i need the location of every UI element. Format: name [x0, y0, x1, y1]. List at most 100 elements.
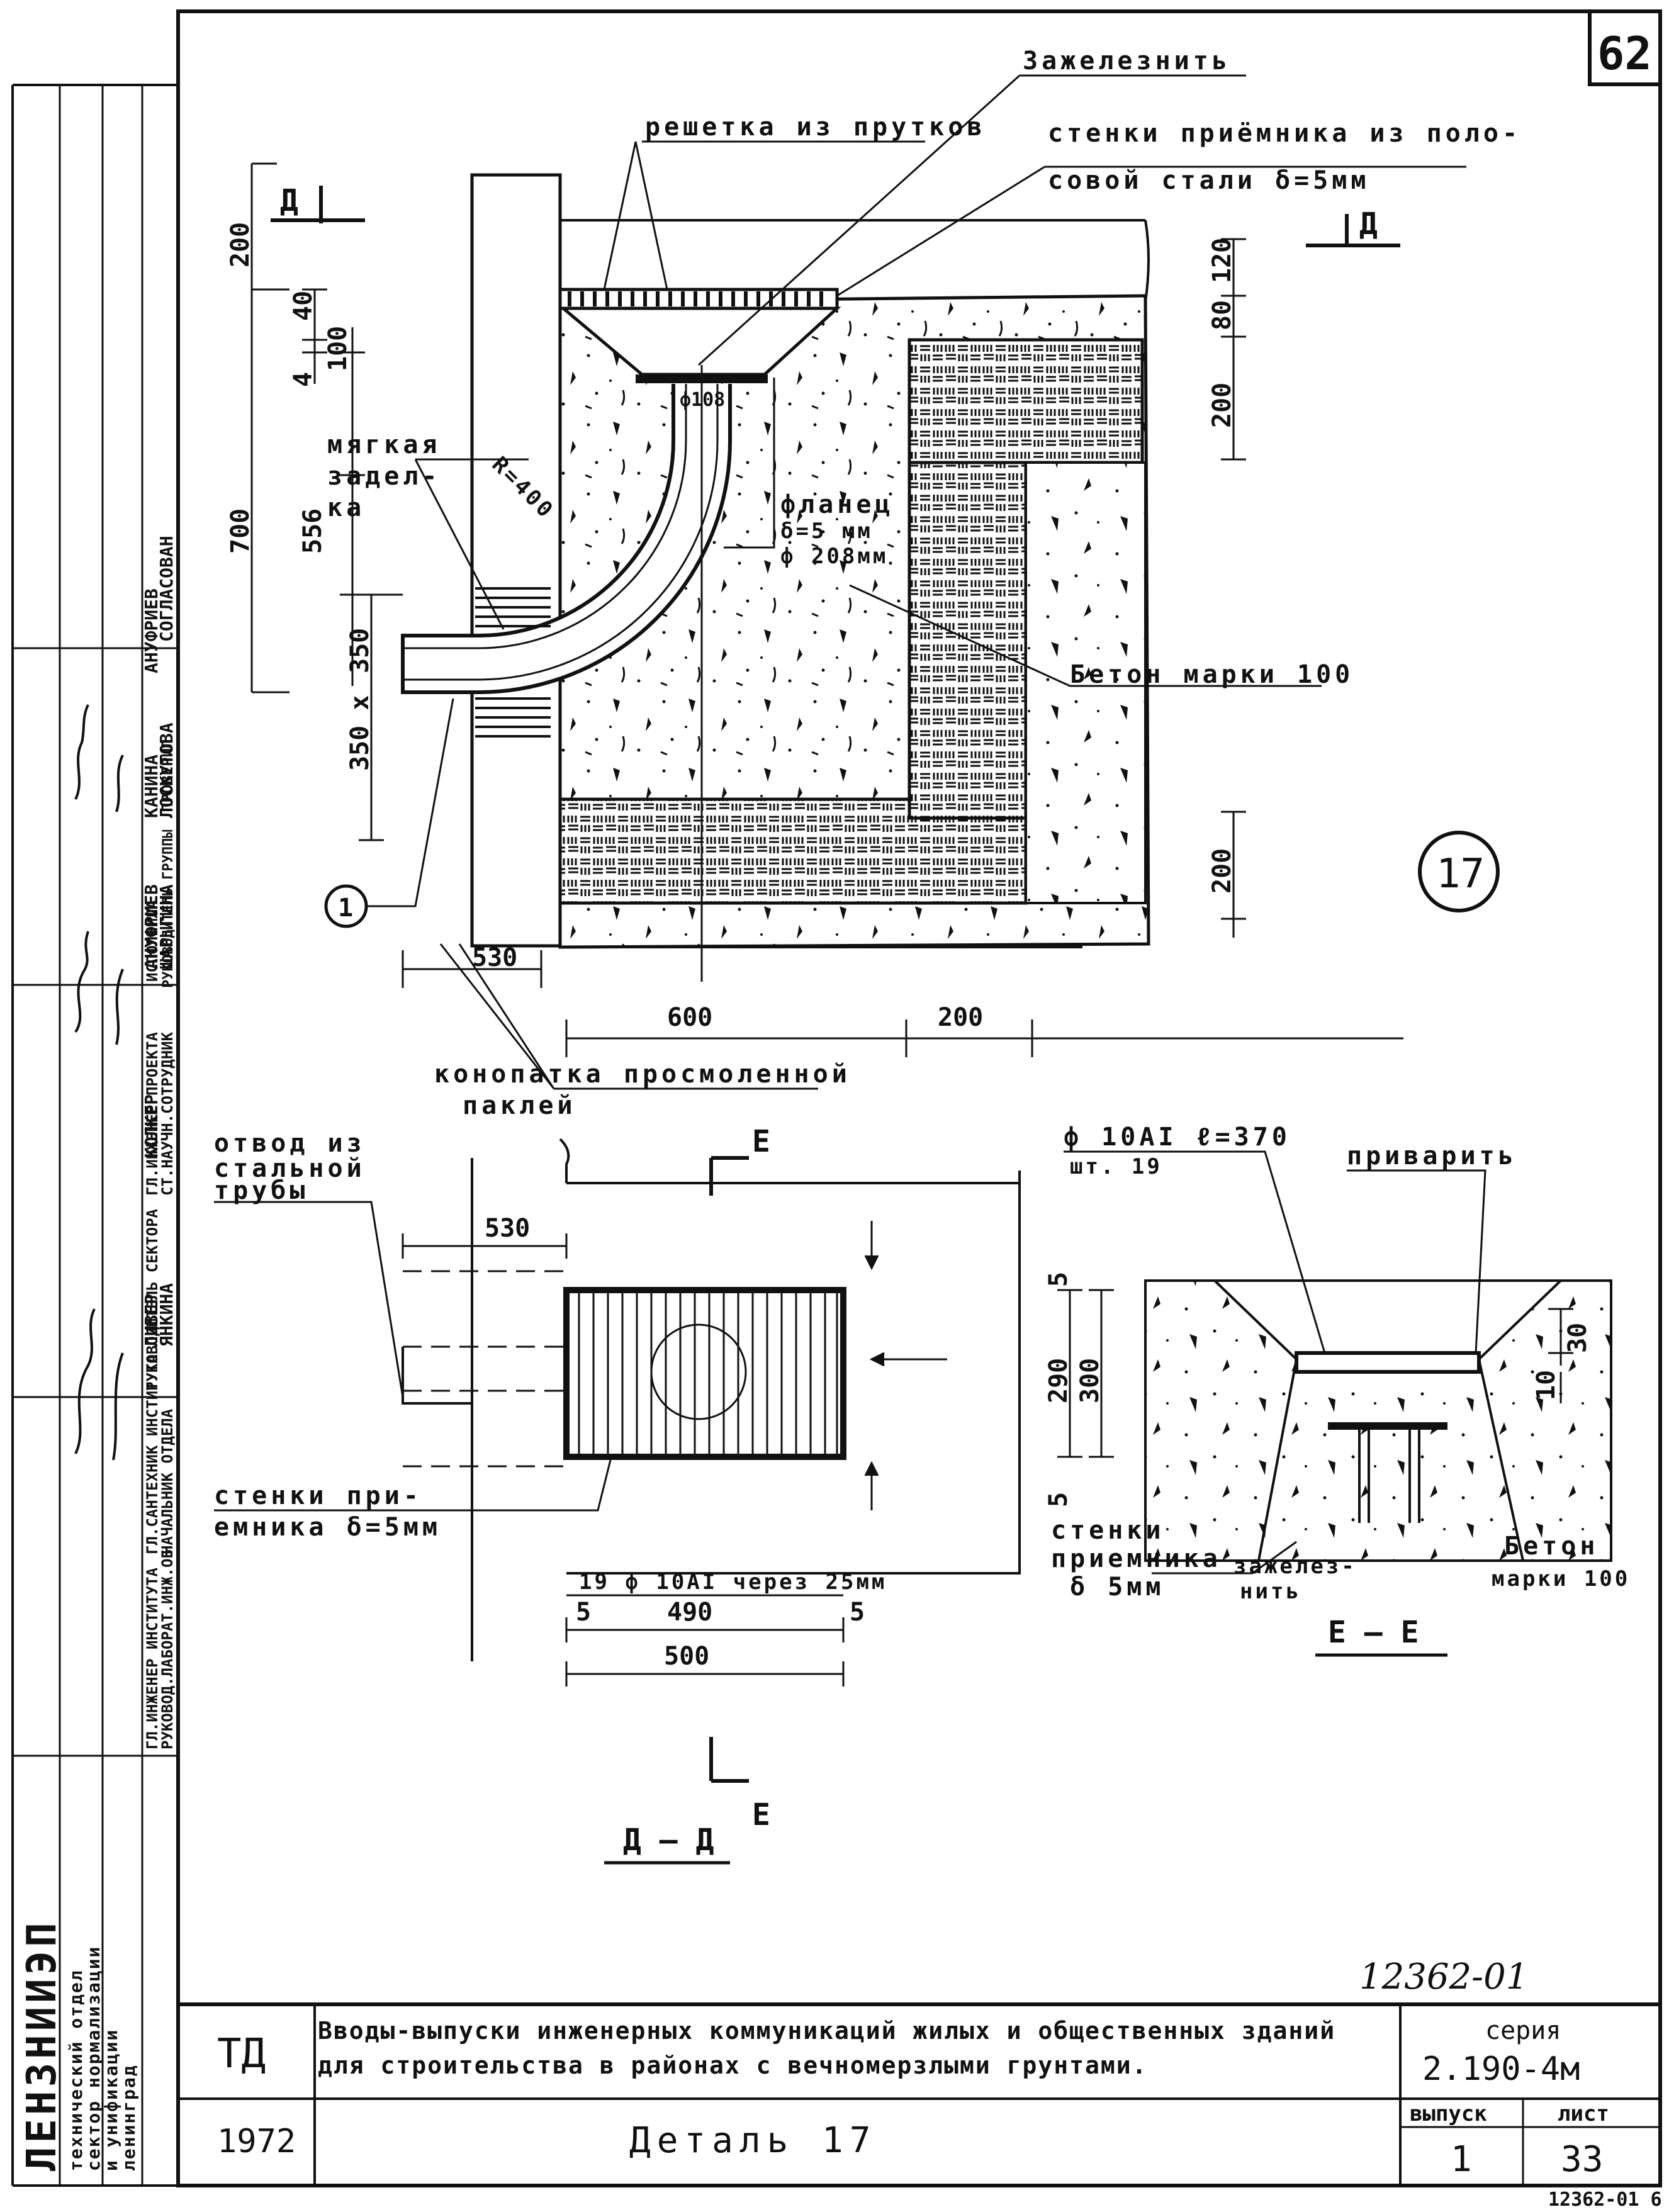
- tb-issue-value: 1: [1451, 2139, 1472, 2180]
- section-dim-30: 30: [1563, 1323, 1592, 1353]
- label-stenki-1: стенки приёмника из поло-: [1048, 119, 1521, 148]
- plan-otvod-1: отвод из: [214, 1129, 366, 1158]
- section-leaders: [1064, 1150, 1486, 1575]
- name-7: ЛОСКУТОВА: [156, 722, 177, 818]
- plan-rods: 19 ф 10АI через 25мм: [579, 1569, 887, 1595]
- label-flanets-1: фланец: [780, 490, 894, 519]
- ground-line: [560, 219, 1150, 303]
- name-5: ШАРЫГИНА: [156, 884, 177, 969]
- section-rod-2: шт. 19: [1070, 1154, 1162, 1179]
- role-1: ГЛ.ИНЖЕНЕР ИНСТИТУТА: [143, 1567, 161, 1749]
- role-8: РУКОВОДИТЕЛЬ ГРУППЫ: [160, 829, 176, 988]
- section-walls: [1358, 1429, 1420, 1523]
- name-3: КОЛКЕР: [141, 1094, 162, 1158]
- label-myagkaya-1: мягкая: [327, 430, 441, 459]
- dim-600: 600: [667, 1003, 712, 1032]
- section-stenki-1: стенки: [1051, 1516, 1165, 1545]
- side-stamp: ЛЕНЗНИИЭП технический отдел сектор норма…: [11, 84, 178, 2187]
- dim-350: 350: [346, 628, 374, 673]
- sheet-number: 62: [1597, 27, 1652, 80]
- role-9: ИСПОЛНИЛА: [143, 899, 161, 982]
- section-zazhelez-2: нить: [1240, 1579, 1301, 1604]
- plan-dim-500: 500: [664, 1642, 709, 1671]
- marker-1-label: 1: [338, 894, 353, 923]
- plan-dim-530: 530: [485, 1214, 530, 1243]
- plan-dim-5a: 5: [1044, 1272, 1073, 1287]
- tb-code: ТД: [217, 2031, 266, 2077]
- plan-grate: [563, 1287, 846, 1460]
- tb-year: 1972: [217, 2123, 296, 2160]
- section-grate: [1295, 1351, 1481, 1374]
- dim-200-top: 200: [226, 222, 255, 267]
- name-6: КАНИНА: [141, 755, 162, 818]
- plan-dim-5l: 5: [576, 1598, 591, 1627]
- pipe-inner: [403, 384, 719, 681]
- plan-dim-300: 300: [1076, 1358, 1104, 1403]
- dim-4: 4: [289, 372, 318, 387]
- handwritten-number: 12362-01: [1359, 1957, 1528, 1997]
- plan-dim-290: 290: [1044, 1358, 1073, 1403]
- plan-stenki-1: стенки при-: [214, 1481, 422, 1510]
- name-4: АНУФРИЕВ: [141, 884, 162, 969]
- name-2: ЯНКИНА: [156, 1283, 177, 1347]
- dim-120: 120: [1208, 238, 1237, 283]
- title-block: 12362-01 ТД Вводы-выпуски инженерных ком…: [176, 1957, 1662, 2211]
- tb-detail: Деталь 17: [629, 2120, 877, 2161]
- role-2: ГЛ.САНТЕХНИК ИНСТИТУТА: [143, 1354, 161, 1554]
- plan-stenki-2: емника δ=5мм: [214, 1513, 441, 1542]
- tb-sheet-value: 33: [1561, 2139, 1603, 2180]
- label-flanets-3: ф 208мм: [780, 544, 888, 569]
- tb-title-1: Вводы-выпуски инженерных коммуникаций жи…: [318, 2017, 1335, 2045]
- label-diameter: ф108: [680, 389, 725, 411]
- dim-lines-left: [250, 162, 1403, 1057]
- role-10: ПРОВЕРИЛ: [159, 739, 176, 812]
- section-beton-1: Бетон: [1504, 1532, 1599, 1561]
- plan-otvod-2: стальной: [214, 1154, 366, 1183]
- plan-dims: [402, 1233, 1114, 1687]
- dim-40: 40: [289, 291, 318, 321]
- section-mark-right: [1306, 214, 1400, 247]
- soft-seal-upper: [475, 587, 551, 627]
- section-dim-10: 10: [1532, 1370, 1561, 1400]
- dim-556: 556: [298, 508, 327, 554]
- role-3: РУКОВОД.ЛАБОРАТ.ИНЖ.ОБ: [159, 1549, 176, 1749]
- section-view: ф 10АI ℓ=370 шт. 19 приварить стенки при…: [1051, 1123, 1630, 1657]
- role-5: РУКОВОДИТЕЛЬ СЕКТОРА: [143, 1208, 161, 1391]
- plan-dashed: [403, 1270, 566, 1468]
- plan-dim-490: 490: [667, 1598, 712, 1627]
- concrete-pocket: [1025, 461, 1147, 904]
- section-title: Е — Е: [1328, 1615, 1419, 1650]
- marker-17-label: 17: [1436, 851, 1485, 897]
- side-org: ЛЕНЗНИИЭП: [19, 1919, 65, 2171]
- dim-80: 80: [1208, 300, 1237, 330]
- plan-view: Е Е отвод из стальной трубы стенки при- …: [214, 1124, 1114, 1865]
- section-stenki-3: δ 5мм: [1070, 1573, 1164, 1602]
- role-7: СТ.НАУЧН.СОТРУДНИК: [159, 1031, 176, 1196]
- plan-leaders: [214, 1201, 612, 1512]
- tb-series-label: серия: [1485, 2016, 1561, 2045]
- label-zazheleznit: Зажелезнить: [1023, 47, 1231, 76]
- section-rod-1: ф 10АI ℓ=370: [1064, 1123, 1291, 1152]
- dim-350x: 350 x: [346, 695, 374, 771]
- section-flange: [1328, 1422, 1447, 1430]
- section-beton-2: марки 100: [1492, 1566, 1630, 1592]
- plan-arrows: [864, 1221, 947, 1510]
- role-4: НАЧАЛЬНИК ОТДЕЛА: [159, 1408, 176, 1554]
- section-privarit: приварить: [1347, 1142, 1517, 1171]
- dim-200-rb: 200: [1208, 848, 1237, 894]
- name-8: АНУФРИЕВ: [141, 588, 162, 673]
- side-dept-1: технический отдел: [65, 1969, 86, 2171]
- plan-section-E-bottom: Е: [752, 1797, 770, 1833]
- plan-dim-5b: 5: [1044, 1492, 1073, 1507]
- label-myagkaya-2: задел-: [327, 462, 441, 491]
- dim-530: 530: [472, 943, 517, 972]
- plan-outline: [471, 1138, 1021, 1661]
- label-myagkaya-3: ка: [327, 493, 365, 522]
- section-dims: [1548, 1308, 1573, 1403]
- soft-seal-lower: [475, 697, 551, 738]
- tb-footer-code: 12362-01 6: [1548, 2189, 1662, 2209]
- name-1: ЛИВЕР: [141, 1294, 162, 1347]
- plan-pipe-circle: [650, 1323, 747, 1420]
- wall: [470, 173, 562, 948]
